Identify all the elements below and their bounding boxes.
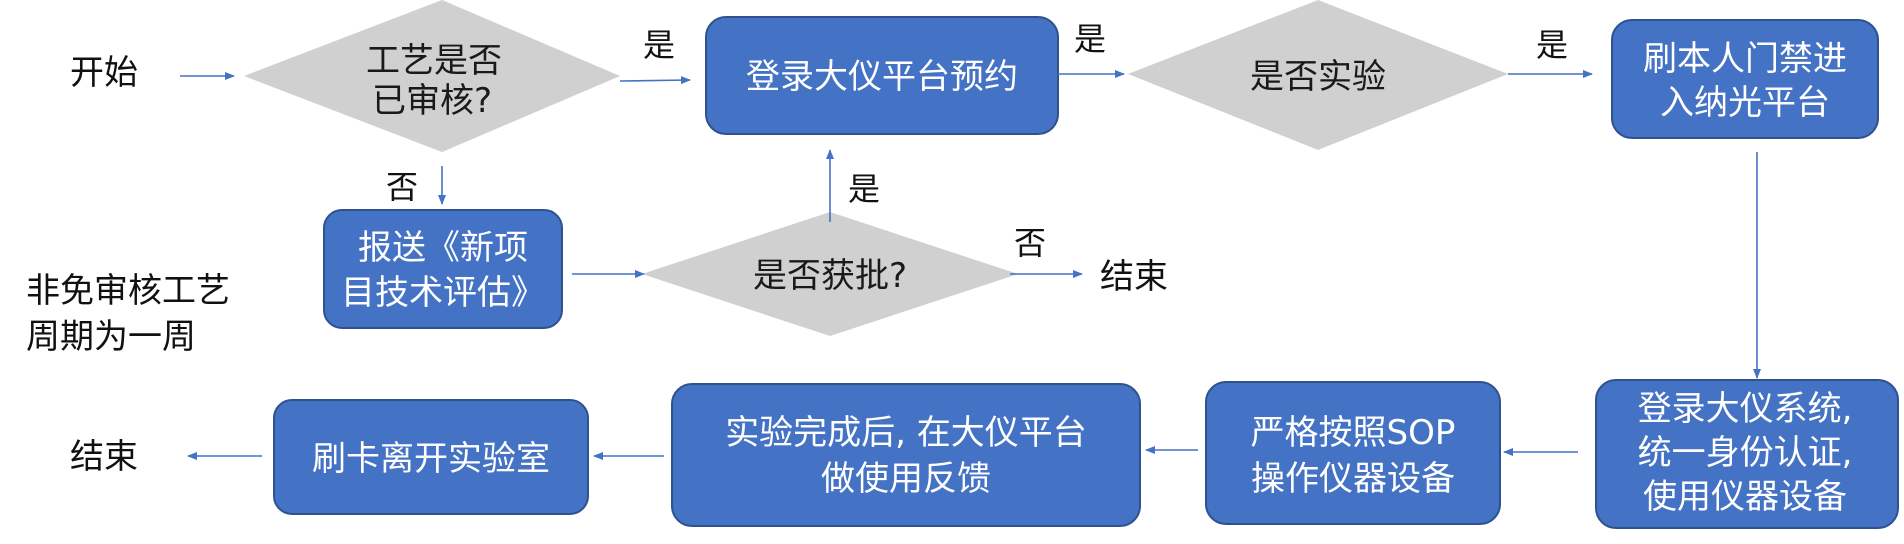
start-label: 开始 [70,53,138,93]
box-operate-sop [1205,381,1501,525]
diamond-process-reviewed [244,0,620,152]
diamond-is-experiment [1128,0,1508,150]
edge-label-yes-approved: 是 [848,170,880,208]
box-operate-sop-line1: 严格按照SOP [1251,413,1456,453]
note-line2: 周期为一周 [26,317,196,357]
box-login-system-line1: 登录大仪系统, [1638,389,1853,429]
diamond-is-experiment-text: 是否实验 [1250,57,1386,97]
box-feedback [671,383,1141,527]
box-submit-evaluation [323,209,563,329]
end-label-top: 结束 [1100,257,1168,297]
box-swipe-card-enter-line1: 刷本人门禁进 [1643,39,1847,79]
diamond-process-reviewed-line2: 已审核? [372,81,492,121]
edge-label-yes-swipe: 是 [1536,26,1568,64]
box-book-platform-text: 登录大仪平台预约 [746,57,1018,97]
box-login-system-line2: 统一身份认证, [1638,433,1853,473]
box-leave-lab [273,399,589,515]
box-submit-evaluation-line2: 目技术评估》 [341,273,545,313]
box-submit-evaluation-line1: 报送《新项 [358,228,528,268]
box-swipe-card-enter-line2: 入纳光平台 [1660,83,1830,123]
edge-label-no-approved: 否 [1014,224,1046,262]
edge-label-no-submit: 否 [386,168,418,206]
box-leave-lab-text: 刷卡离开实验室 [312,439,550,479]
diamond-approved [642,212,1018,336]
edge-label-yes-experiment: 是 [1074,20,1106,58]
box-operate-sop-line2: 操作仪器设备 [1251,459,1455,499]
end-label-bottom: 结束 [70,437,138,477]
box-swipe-card-enter [1611,19,1879,139]
box-book-platform [705,16,1059,135]
note-line1: 非免审核工艺 [26,271,230,311]
diamond-approved-text: 是否获批? [753,256,907,296]
arrow-review-to-book [619,76,691,85]
box-feedback-line2: 做使用反馈 [821,459,991,499]
diamond-process-reviewed-line1: 工艺是否 [366,41,502,81]
box-feedback-line1: 实验完成后, 在大仪平台 [725,413,1087,453]
box-login-system [1595,379,1899,529]
edge-label-yes-book: 是 [643,26,675,64]
box-login-system-line3: 使用仪器设备 [1643,477,1847,517]
